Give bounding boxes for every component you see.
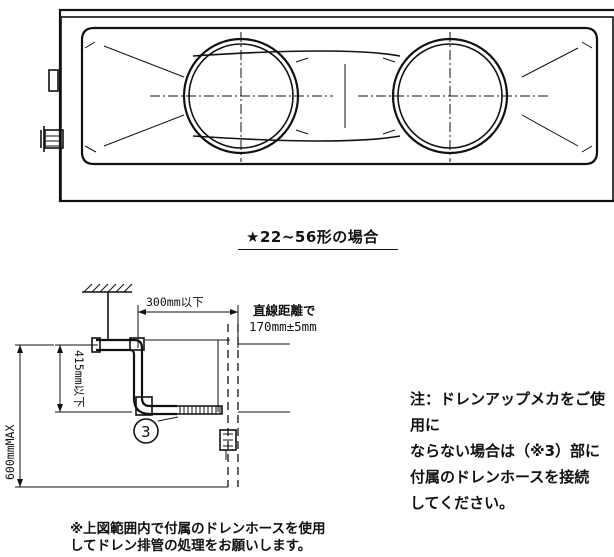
top-dimension-arrow-left (138, 309, 146, 315)
vertical-dimension-415-arrow-top (57, 345, 63, 353)
left-side-block-top (48, 69, 59, 92)
diagonal-line-left-bottom (103, 114, 185, 147)
vertical-dimension-415-arrow-bottom (57, 404, 63, 412)
vertical-dimension-600-arrow-bottom (17, 479, 23, 487)
pipe-elbow-top (129, 337, 145, 351)
outer-unit-inner-frame (60, 16, 614, 202)
top-unit-view (40, 8, 614, 203)
panel-corner-line-3 (581, 41, 593, 49)
lower-bridge-curve (192, 135, 401, 142)
vertical-dimension-600-arrow-top (17, 345, 23, 353)
bridge-accent-3 (295, 129, 309, 135)
diagonal-line-right-top (521, 47, 579, 78)
configuration-caption: ★22~56形の場合 (246, 228, 379, 246)
unit-side-fitting (219, 429, 237, 451)
callout-number: 3 (141, 423, 151, 441)
bridge-accent-1 (295, 57, 309, 63)
bottom-note: ※上図範囲内で付属のドレンホースを使用 してドレン排管の処理をお願いします。 (70, 521, 326, 554)
panel-corner-line-2 (84, 145, 97, 153)
ceiling-hatch-5 (115, 283, 125, 293)
pipe-elbow-bottom (135, 396, 153, 416)
top-dimension-arrow-right (230, 309, 238, 315)
drain-pipe-outer (96, 338, 177, 408)
bridge-accent-2 (382, 57, 396, 63)
top-dimension-label: 300mm以下 (146, 295, 204, 309)
bridge-accent-4 (382, 129, 396, 135)
diagonal-line-right-bottom (521, 114, 579, 147)
distance-label-line-2: 170mm±5mm (249, 319, 317, 334)
diagonal-line-left-top (103, 45, 185, 78)
callout-circle (133, 418, 159, 444)
drain-section-view: 300mm以下 直線距離で 170mm±5mm 3 415mm以下 600mmM… (3, 283, 317, 488)
panel-face (80, 26, 599, 166)
left-side-fitting (44, 129, 64, 149)
callout-leader (157, 416, 179, 422)
max-height-label: 600mmMAX (3, 425, 17, 480)
panel-corner-line-4 (581, 145, 593, 153)
ceiling-hatch-1 (83, 283, 93, 293)
ceiling-hatch-3 (99, 283, 109, 293)
upper-bridge-curve (192, 50, 401, 57)
distance-label-line-1: 直線距離で (253, 303, 316, 318)
panel-corner-line-1 (84, 41, 96, 49)
ceiling-hatch-6 (123, 283, 133, 293)
caption-underline (238, 249, 398, 250)
ceiling-hatch-2 (91, 283, 101, 293)
vertical-limit-label: 415mm以下 (72, 350, 86, 408)
ceiling-hatch-4 (107, 283, 117, 293)
pipe-coupling-left (91, 337, 101, 353)
right-note: 注：ドレンアップメカをご使用に ならない場合は（※3）部に 付属のドレンホースを… (410, 390, 606, 512)
outer-unit-frame (58, 8, 614, 203)
